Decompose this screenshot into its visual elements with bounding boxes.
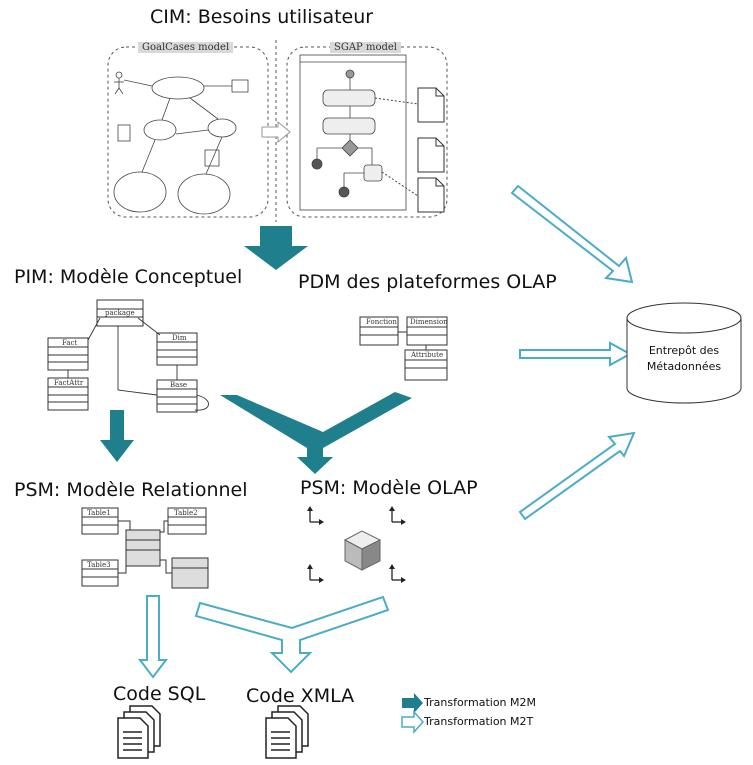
pdm-to-repository-arrow xyxy=(519,341,633,367)
pdm-fonction-label: Fonction xyxy=(366,318,397,326)
code-sql-label: Code SQL xyxy=(113,683,206,705)
cim-link-arrow xyxy=(261,120,291,144)
goalcases-panel xyxy=(107,46,269,218)
goalcases-caption: GoalCases model xyxy=(138,42,234,53)
table3-label: Table3 xyxy=(87,561,111,569)
cim-to-pim-arrow xyxy=(244,226,308,270)
olap-cube-diagram xyxy=(306,505,407,584)
pim-uml-diagram xyxy=(47,299,209,413)
repository-label-line1: Entrepôt des xyxy=(648,344,720,357)
psm-relational-title: PSM: Modèle Relationnel xyxy=(14,479,248,501)
to-xmla-arrow xyxy=(194,595,390,674)
sgap-sketch xyxy=(299,54,407,211)
legend-m2m-label: Transformation M2M xyxy=(424,696,537,709)
relational-diagram xyxy=(81,507,209,589)
legend-m2m-arrow xyxy=(402,693,423,713)
goalcases-sketch xyxy=(113,71,249,215)
pim-title: PIM: Modèle Conceptuel xyxy=(14,266,243,288)
uml-base-label: Base xyxy=(170,381,188,389)
uml-dim-label: Dim xyxy=(172,334,187,342)
code-xmla-label: Code XMLA xyxy=(246,685,355,707)
legend-m2t-arrow xyxy=(401,710,425,734)
merge-to-olap-arrow xyxy=(220,392,412,474)
uml-fact-label: Fact xyxy=(62,339,78,347)
xmla-document-icon xyxy=(265,705,309,759)
table1-label: Table1 xyxy=(87,509,111,517)
pdm-diagram xyxy=(359,316,448,381)
uml-factattr-label: FactAttr xyxy=(54,379,84,387)
sgap-caption: SGAP model xyxy=(330,42,401,53)
psm-olap-title: PSM: Modèle OLAP xyxy=(300,477,478,499)
repository-label-line2: Métadonnées xyxy=(646,360,722,373)
metadata-repository xyxy=(626,302,742,404)
relational-to-sql-arrow xyxy=(137,595,169,679)
pdm-dimension-label: Dimension xyxy=(410,318,448,326)
olap-to-repository-arrow xyxy=(518,431,636,521)
sql-document-icon xyxy=(117,705,161,759)
cim-to-repository-arrow xyxy=(510,184,634,284)
pdm-attribute-label: Attribute xyxy=(411,351,444,359)
pdm-title: PDM des plateformes OLAP xyxy=(298,271,557,293)
uml-package-label: package xyxy=(105,309,135,317)
pim-to-relational-arrow xyxy=(100,410,134,462)
cim-title: CIM: Besoins utilisateur xyxy=(150,6,374,28)
legend-m2t-label: Transformation M2T xyxy=(424,715,534,728)
table2-label: Table2 xyxy=(174,509,198,517)
